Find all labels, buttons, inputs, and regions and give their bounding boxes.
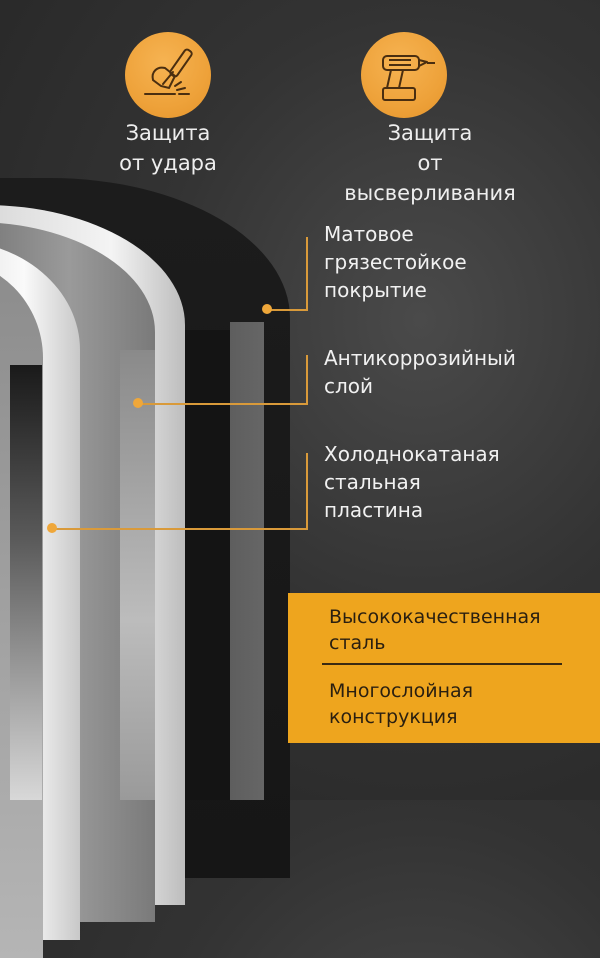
drill-badge	[361, 32, 447, 118]
highlight-bottom: Многослойная конструкция	[329, 680, 474, 728]
callout-line-anticorrosion	[140, 355, 308, 405]
label-anticorrosion: Антикоррозийный слой	[324, 346, 516, 398]
drill-icon	[382, 55, 435, 101]
label-steel-plate: Холоднокатаная стальная пластина	[324, 442, 500, 522]
black-zone	[183, 330, 230, 800]
light-strip	[120, 350, 155, 800]
hammer-badge	[125, 32, 211, 118]
hammer-icon	[144, 48, 193, 95]
inner-dark-slot	[10, 365, 42, 800]
callout-dot-anticorrosion	[133, 398, 143, 408]
label-matte-coating: Матовое грязестойкое покрытие	[324, 222, 467, 302]
highlight-divider	[322, 663, 562, 665]
highlight-box	[288, 593, 600, 743]
callout-dot-coating	[262, 304, 272, 314]
feature-impact: Защита от удара	[119, 121, 217, 175]
feature-drilling: Защита от высверливания	[344, 121, 516, 205]
callout-line-coating	[270, 237, 308, 311]
callout-line-steel-plate	[54, 453, 308, 530]
highlight-top: Высококачественная сталь	[329, 606, 541, 654]
callout-dot-steel-plate	[47, 523, 57, 533]
matte-coating	[230, 322, 264, 800]
